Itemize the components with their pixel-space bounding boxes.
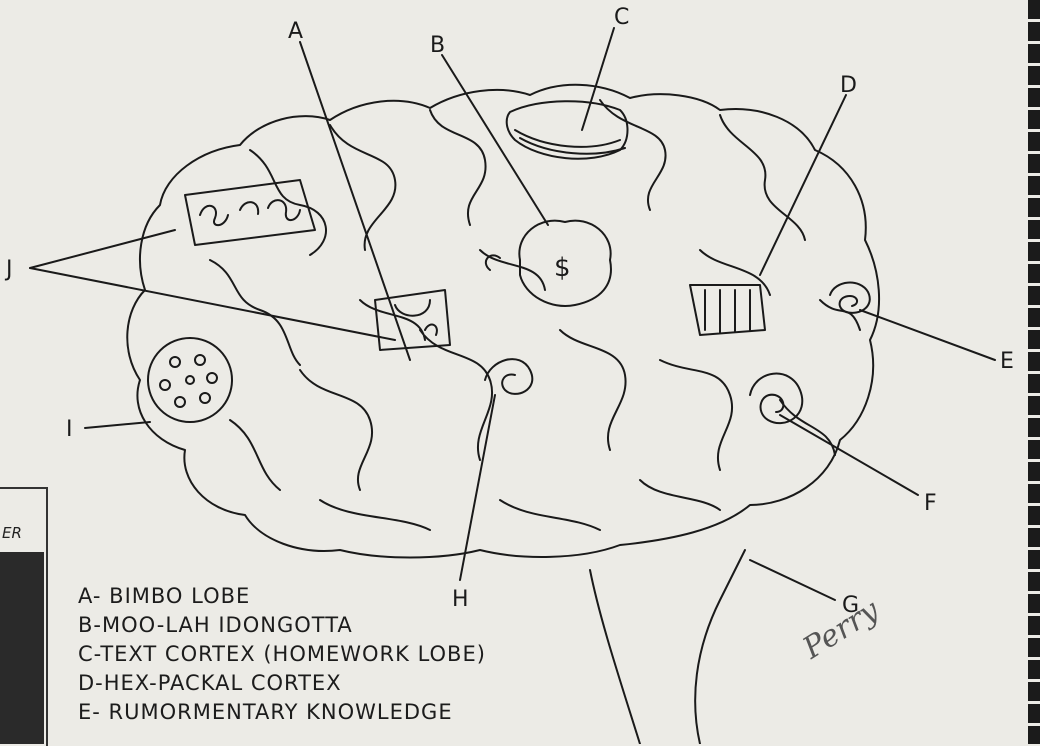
leader-j-1 [30,230,175,268]
j-box [375,290,450,350]
label-a: A [288,19,303,44]
leader-i [85,422,150,428]
legend-item: B-MOO-LAH IDONGOTTA [78,611,486,640]
label-e: E [1000,349,1014,374]
hex-packal-structure [690,285,765,335]
leader-a [300,42,410,360]
brainstem [590,550,745,744]
leader-d [760,95,846,275]
label-j: J [4,257,13,282]
leader-f [780,415,918,495]
i-circle [148,338,232,422]
rumormentary-swirl [830,283,870,313]
legend-item: A- BIMBO LOBE [78,582,486,611]
label-f: F [924,491,937,516]
legend-item: D-HEX-PACKAL CORTEX [78,669,486,698]
label-i: I [66,417,73,442]
legend-item: C-TEXT CORTEX (HOMEWORK LOBE) [78,640,486,669]
leader-j-2 [30,268,395,340]
leader-g [750,560,835,600]
label-b: B [430,33,445,58]
dollar-sign: $ [554,253,571,283]
side-panel-text: ER [2,524,22,542]
leader-c [582,28,614,130]
brain-outline [127,85,879,558]
leader-b [442,55,548,225]
page-edge-strip [1028,0,1040,744]
label-c: C [614,5,629,30]
j-squiggle-block [185,180,315,245]
legend: A- BIMBO LOBE B-MOO-LAH IDONGOTTA C-TEXT… [78,582,486,727]
legend-item: E- RUMORMENTARY KNOWLEDGE [78,698,486,727]
leader-e [860,310,995,360]
side-dark-panel [0,552,44,744]
label-d: D [840,73,857,98]
i-dots [160,355,217,407]
